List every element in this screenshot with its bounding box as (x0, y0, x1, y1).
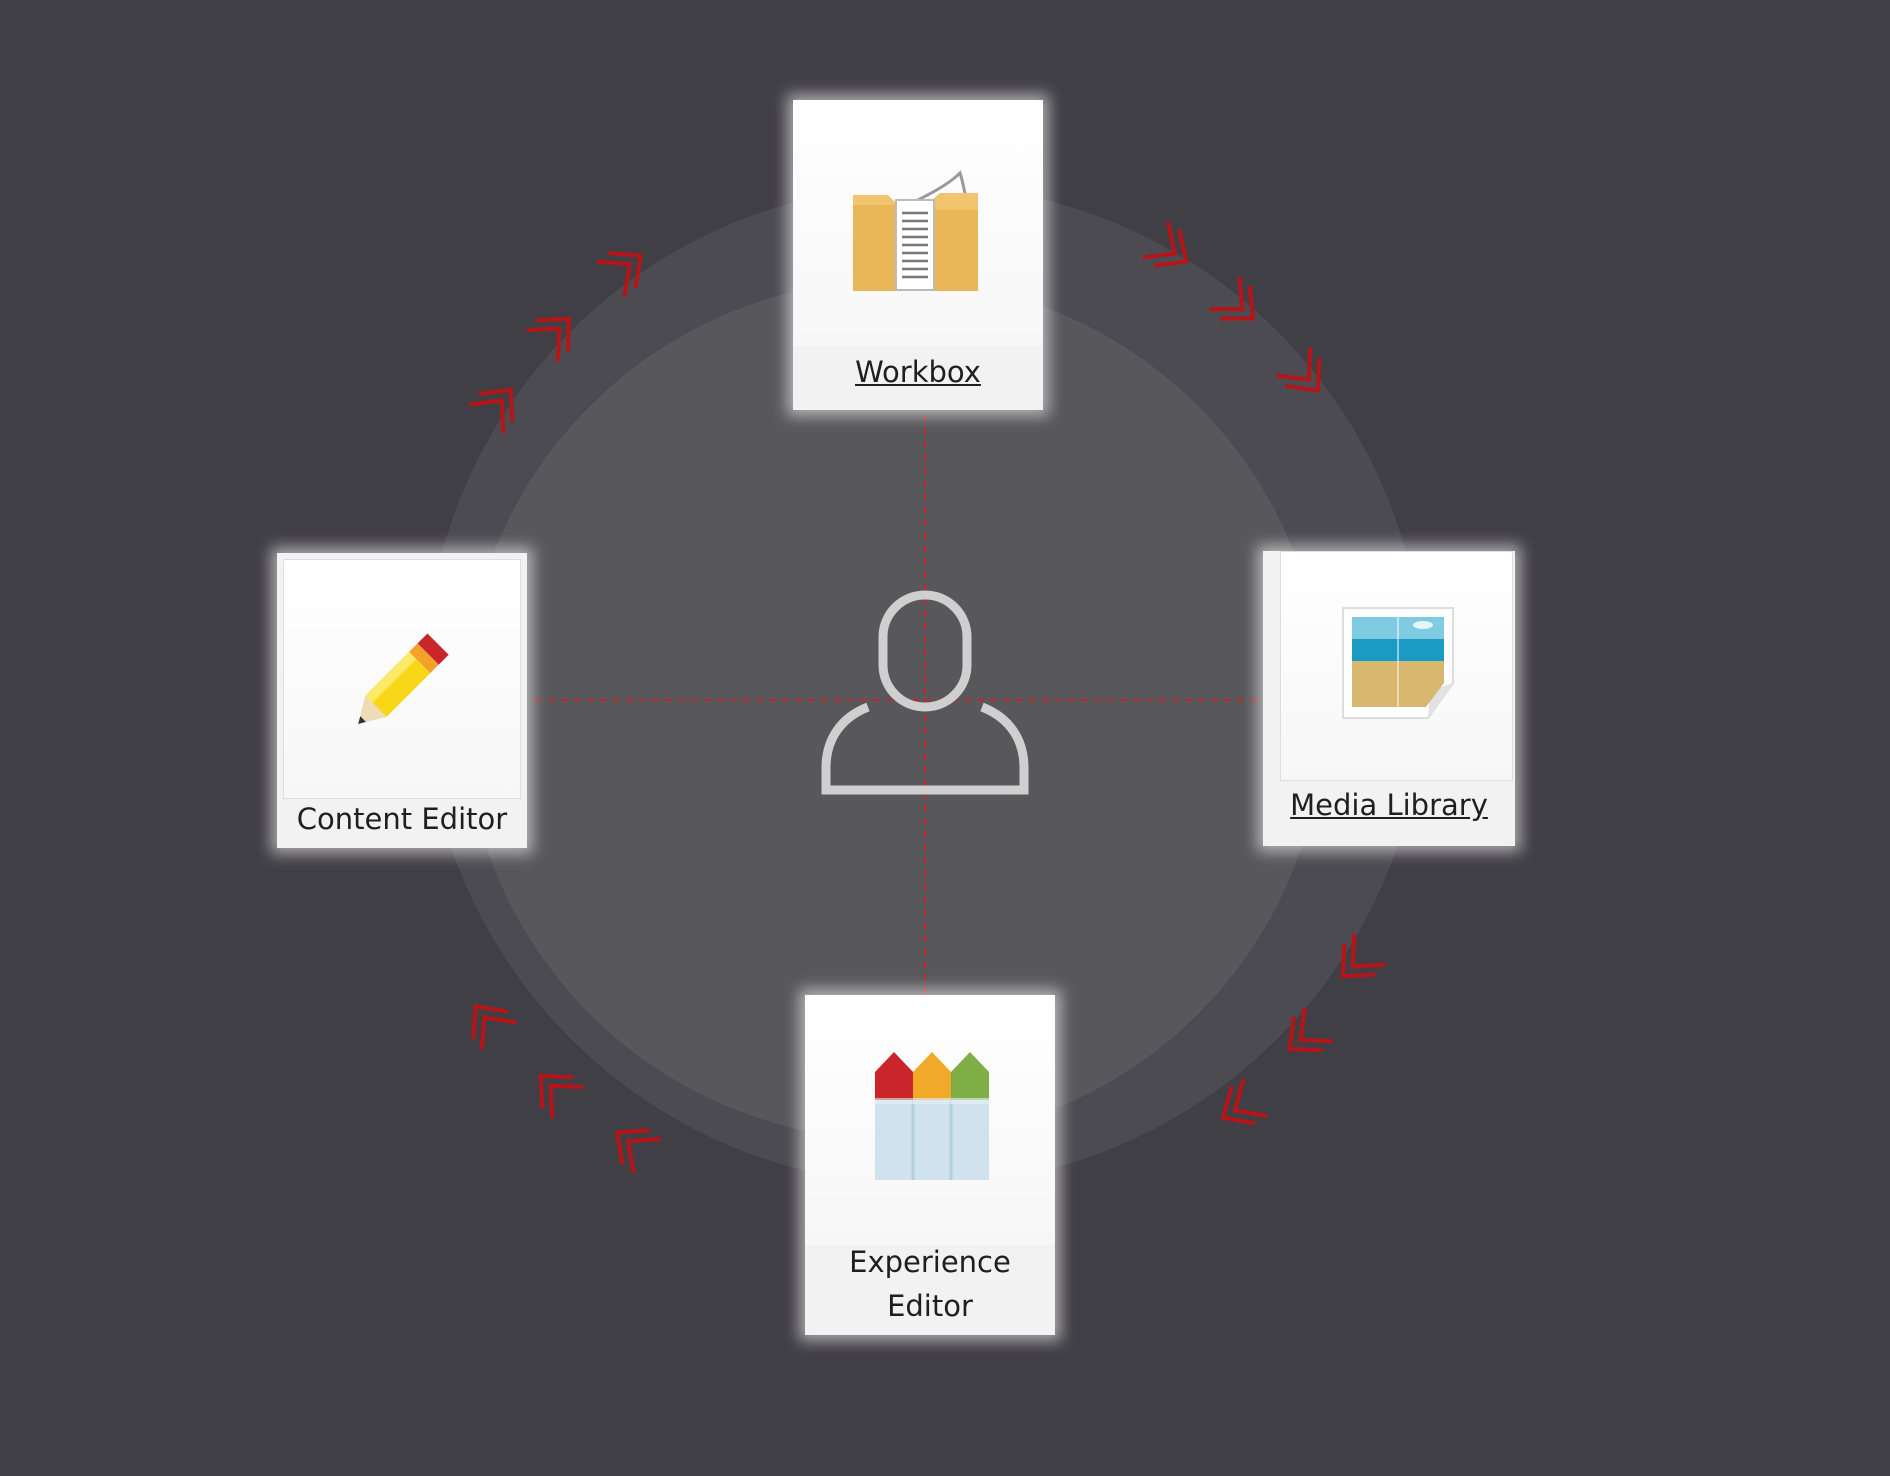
arrow-bottom-left-3 (456, 990, 519, 1052)
arrow-top-left-2 (527, 303, 585, 361)
image-icon (1342, 607, 1454, 719)
experience-editor-tile[interactable]: Experience Editor (805, 995, 1055, 1335)
arrow-top-right-3 (1274, 345, 1337, 407)
media-library-tile[interactable]: Media Library (1263, 551, 1515, 846)
user-icon (821, 590, 1029, 795)
arrow-top-left-1 (467, 373, 530, 435)
arrow-bottom-left-1 (601, 1113, 663, 1176)
arrow-bottom-right-2 (1273, 1005, 1335, 1068)
experience-editor-label[interactable]: Experience Editor (849, 1245, 1011, 1323)
media-library-label[interactable]: Media Library (1290, 788, 1488, 822)
pencil-icon (358, 633, 449, 725)
arrow-bottom-left-2 (525, 1060, 583, 1118)
content-editor-label[interactable]: Content Editor (296, 802, 508, 836)
arrow-bottom-right-3 (1209, 1076, 1269, 1139)
arrow-top-right-1 (1140, 219, 1202, 282)
arrow-top-left-3 (595, 236, 657, 299)
crayons-icon (875, 1052, 989, 1180)
arrow-bottom-right-1 (1327, 934, 1385, 992)
workbox-label[interactable]: Workbox (855, 355, 981, 389)
workbox-tile[interactable]: Workbox (793, 100, 1043, 410)
arrow-top-right-2 (1207, 274, 1270, 337)
content-editor-tile[interactable]: Content Editor (277, 553, 527, 848)
content-editor-tile-face (283, 559, 521, 799)
workbox-icon (853, 170, 978, 291)
